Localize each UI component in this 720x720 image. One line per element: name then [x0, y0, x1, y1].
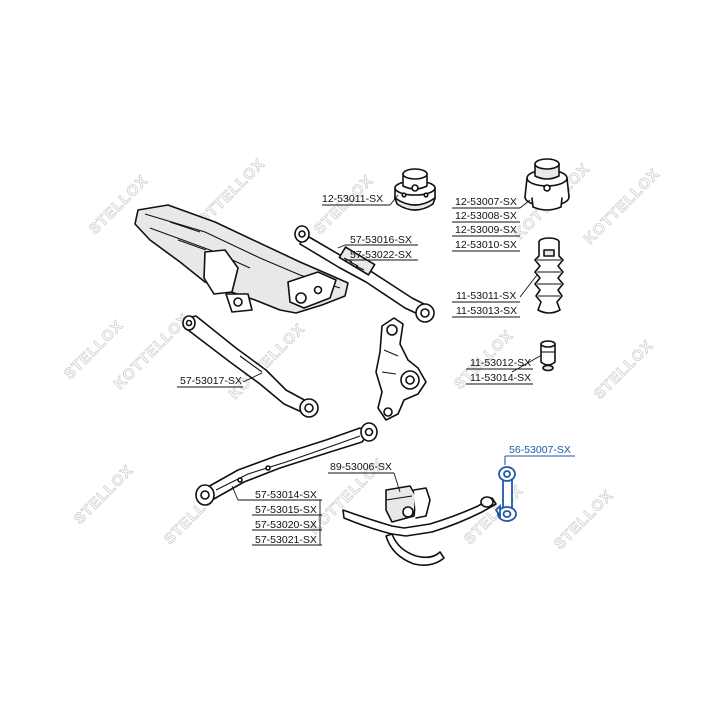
stabilizer-link	[494, 466, 517, 522]
label-12-53007: 12-53007-SX	[455, 196, 517, 208]
steering-knuckle	[375, 317, 427, 421]
watermark-11: STELLOX	[71, 462, 137, 528]
label-11-53012: 11-53012-SX	[470, 357, 531, 369]
label-57-53014: 57-53014-SX	[255, 489, 317, 501]
label-57-53017: 57-53017-SX	[180, 375, 242, 387]
label-11-53013: 11-53013-SX	[456, 305, 517, 317]
bump-stop	[540, 340, 556, 372]
label-12-53010: 12-53010-SX	[455, 239, 517, 251]
lower-control-arm	[195, 422, 378, 506]
label-11-53011: 11-53011-SX	[456, 290, 516, 302]
label-57-53020: 57-53020-SX	[255, 519, 317, 531]
axle-beam	[134, 204, 349, 314]
strut-mount-large	[524, 158, 570, 211]
label-56-53007: 56-53007-SX	[509, 444, 571, 456]
dust-boot	[534, 237, 564, 314]
watermark-15: STELLOX	[551, 487, 617, 553]
watermark-10: STELLOX	[591, 337, 657, 403]
label-57-53015: 57-53015-SX	[255, 504, 317, 516]
watermark-5: KOTTELLOX	[581, 165, 664, 248]
label-57-53021: 57-53021-SX	[255, 534, 317, 546]
stabilizer-bar	[342, 496, 497, 566]
label-11-53014: 11-53014-SX	[470, 372, 531, 384]
trailing-arm	[182, 315, 319, 418]
watermark-6: STELLOX	[61, 317, 127, 383]
label-57-53022: 57-53022-SX	[350, 249, 412, 261]
label-12-53008: 12-53008-SX	[455, 210, 517, 222]
stabilizer-bushing	[385, 485, 431, 523]
upper-control-arm	[294, 225, 435, 323]
label-89-53006: 89-53006-SX	[330, 461, 392, 473]
label-57-53016: 57-53016-SX	[350, 234, 412, 246]
strut-mount-small	[394, 168, 436, 211]
part-labels: 12-53011-SX 57-53016-SX 57-53022-SX 12-5…	[177, 193, 575, 546]
label-12-53011: 12-53011-SX	[322, 193, 383, 205]
label-12-53009: 12-53009-SX	[455, 224, 517, 236]
